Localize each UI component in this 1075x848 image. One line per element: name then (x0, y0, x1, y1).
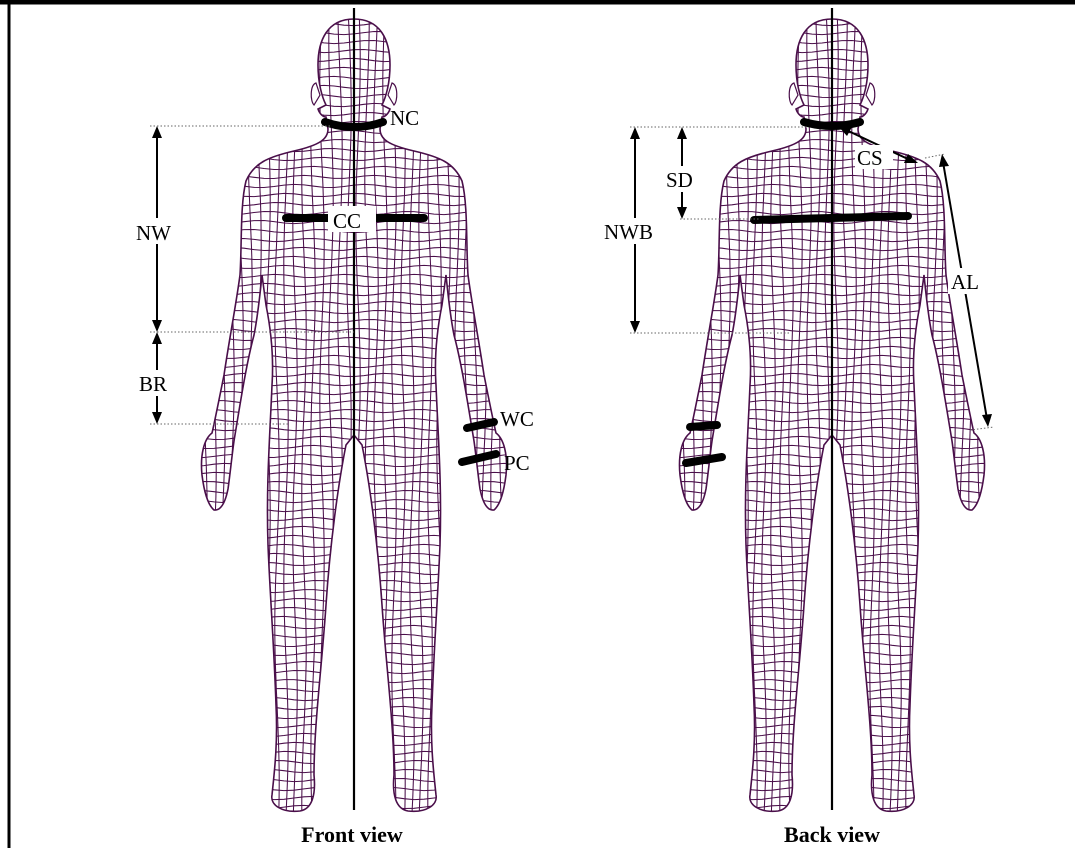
front-view-caption: Front view (301, 822, 403, 847)
nwb-label: NWB (604, 220, 653, 244)
pc-label: PC (504, 451, 530, 475)
back-chest-band (754, 216, 908, 220)
al-label: AL (951, 270, 979, 294)
palm-circumference-band-back (686, 457, 722, 463)
neck-circumference-band-back (804, 122, 860, 126)
br-label: BR (139, 372, 167, 396)
nc-label: NC (390, 106, 419, 130)
cs-label: CS (857, 146, 883, 170)
cc-label: CC (333, 209, 361, 233)
nw-label: NW (136, 221, 171, 245)
wc-label: WC (500, 407, 534, 431)
wrist-circumference-band-back (690, 425, 717, 427)
sd-label: SD (666, 168, 693, 192)
back-view-caption: Back view (784, 822, 880, 847)
